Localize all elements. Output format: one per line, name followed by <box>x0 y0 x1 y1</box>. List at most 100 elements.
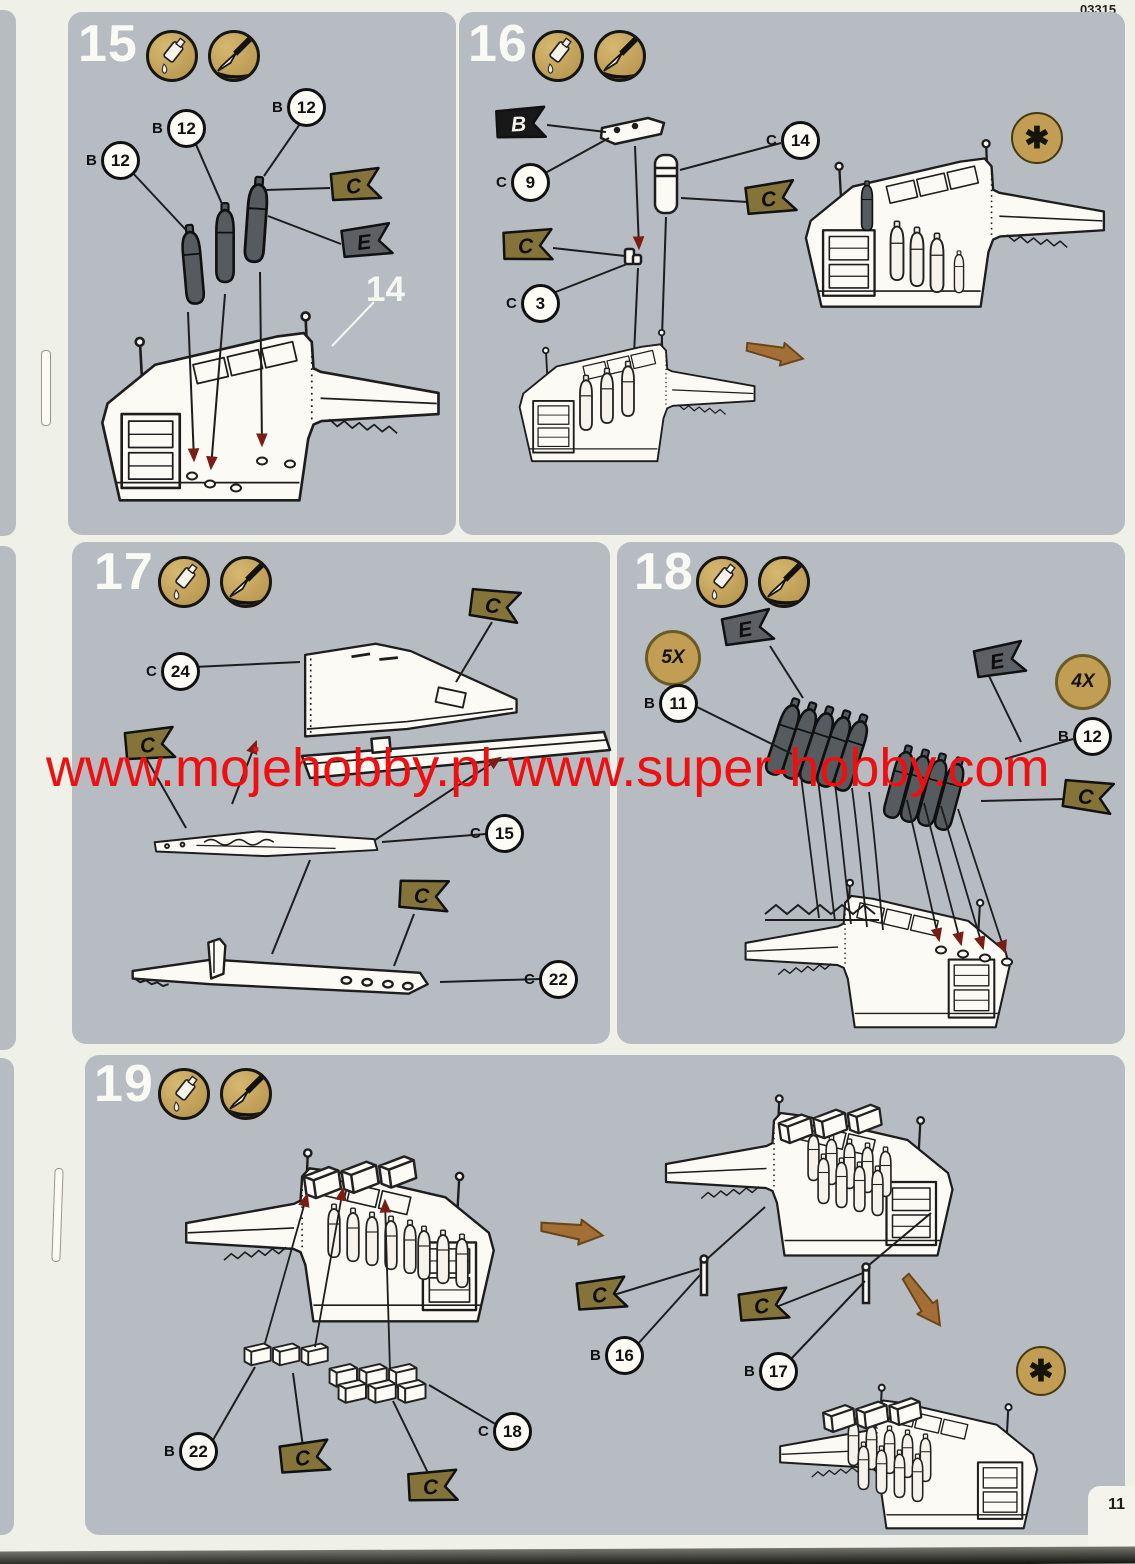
svg-text:E: E <box>736 617 755 642</box>
step-18-number: 18 <box>634 543 694 601</box>
flag-b: B <box>495 105 547 139</box>
deck-rack <box>764 903 879 921</box>
glue-bottle-icon <box>158 556 210 608</box>
svg-text:C: C <box>294 1446 312 1471</box>
leader-lines-left <box>212 1366 498 1476</box>
adjacent-panel-strip <box>0 10 16 536</box>
paintbrush-icon <box>208 30 260 82</box>
step-19-number: 19 <box>94 1055 154 1113</box>
paintbrush-icon <box>220 556 272 608</box>
paint-flag-c: C <box>123 725 177 761</box>
step-17-panel <box>72 542 612 1044</box>
adjacent-panel-strip <box>0 1058 14 1535</box>
staple <box>41 350 51 426</box>
svg-text:C: C <box>139 734 157 758</box>
svg-text:C: C <box>591 1283 609 1308</box>
asterisk-badge: ✱ <box>1011 112 1063 164</box>
step-16-number: 16 <box>468 15 528 73</box>
glue-bottle-icon <box>158 1068 210 1120</box>
paint-flag-c: C <box>468 587 523 625</box>
assembly-arrow <box>894 1268 951 1334</box>
paint-flag-e: E <box>972 639 1028 679</box>
asterisk-badge: ✱ <box>1016 1346 1066 1396</box>
small-parts <box>599 116 679 266</box>
insert-arrows <box>187 271 268 471</box>
svg-text:C: C <box>413 884 430 908</box>
step-16-diagram <box>518 116 1106 463</box>
step-19-diagram <box>185 1094 1039 1530</box>
paintbrush-icon <box>758 556 810 608</box>
leader-lines <box>537 124 782 296</box>
glue-bottle-icon <box>146 30 198 82</box>
leader-lines <box>145 621 541 983</box>
assembly-arrow <box>743 334 807 371</box>
drop-lines <box>800 775 1007 955</box>
oxygen-bottle-parts <box>179 174 271 306</box>
mount-holes <box>935 945 1013 967</box>
svg-text:C: C <box>422 1476 439 1500</box>
paintbrush-icon <box>220 1068 272 1120</box>
step-18-diagram <box>696 645 1074 1029</box>
shop-watermark: www.mojehobby.pl www.super-hobby.com <box>46 738 1050 798</box>
leader-lines <box>129 117 342 245</box>
deck-platform <box>300 730 612 780</box>
svg-text:C: C <box>760 187 779 212</box>
quantity-badge-5x: 5X <box>645 630 701 686</box>
insert-arrows <box>264 1186 392 1371</box>
svg-text:C: C <box>518 235 535 259</box>
step-17-number: 17 <box>94 543 154 601</box>
step-15-panel <box>68 12 456 535</box>
svg-text:C: C <box>1077 785 1096 810</box>
ref-pointer-line <box>331 301 375 347</box>
paint-flag-c: C <box>502 227 554 261</box>
svg-text:E: E <box>988 649 1007 674</box>
step-17-diagram <box>131 621 612 995</box>
insert-arrows <box>231 739 502 843</box>
paint-flag-c: C <box>329 166 383 202</box>
step-18-panel <box>617 542 1125 1044</box>
mount-holes <box>186 456 296 493</box>
scan-edge <box>0 1546 1135 1564</box>
leader-lines-right <box>606 1206 932 1360</box>
step-15-diagram <box>100 117 440 502</box>
paint-flag-c: C <box>1061 778 1116 816</box>
quantity-badge-4x: 4X <box>1055 654 1111 710</box>
paint-flag-c: C <box>737 1286 791 1322</box>
leader-lines <box>696 645 1074 802</box>
adjacent-panel-strip <box>0 546 16 1050</box>
step-16-panel <box>459 12 1125 535</box>
svg-text:C: C <box>345 175 363 199</box>
paint-flag-c: C <box>575 1275 629 1311</box>
paint-flag-c: C <box>407 1468 459 1502</box>
paint-flag-c: C <box>744 178 798 216</box>
svg-text:C: C <box>484 594 503 619</box>
paint-flag-c: C <box>398 879 451 913</box>
svg-text:C: C <box>753 1294 771 1319</box>
glue-bottle-icon <box>696 556 748 608</box>
glue-bottle-icon <box>532 30 584 82</box>
paintbrush-icon <box>594 30 646 82</box>
paint-flag-c: C <box>278 1438 332 1474</box>
paint-flag-e: E <box>340 221 394 259</box>
staple <box>51 1167 64 1263</box>
page-number: 11 <box>1088 1486 1135 1548</box>
svg-text:E: E <box>356 230 374 255</box>
previous-step-ref: 14 <box>366 270 405 309</box>
paint-flag-e: E <box>720 607 776 647</box>
